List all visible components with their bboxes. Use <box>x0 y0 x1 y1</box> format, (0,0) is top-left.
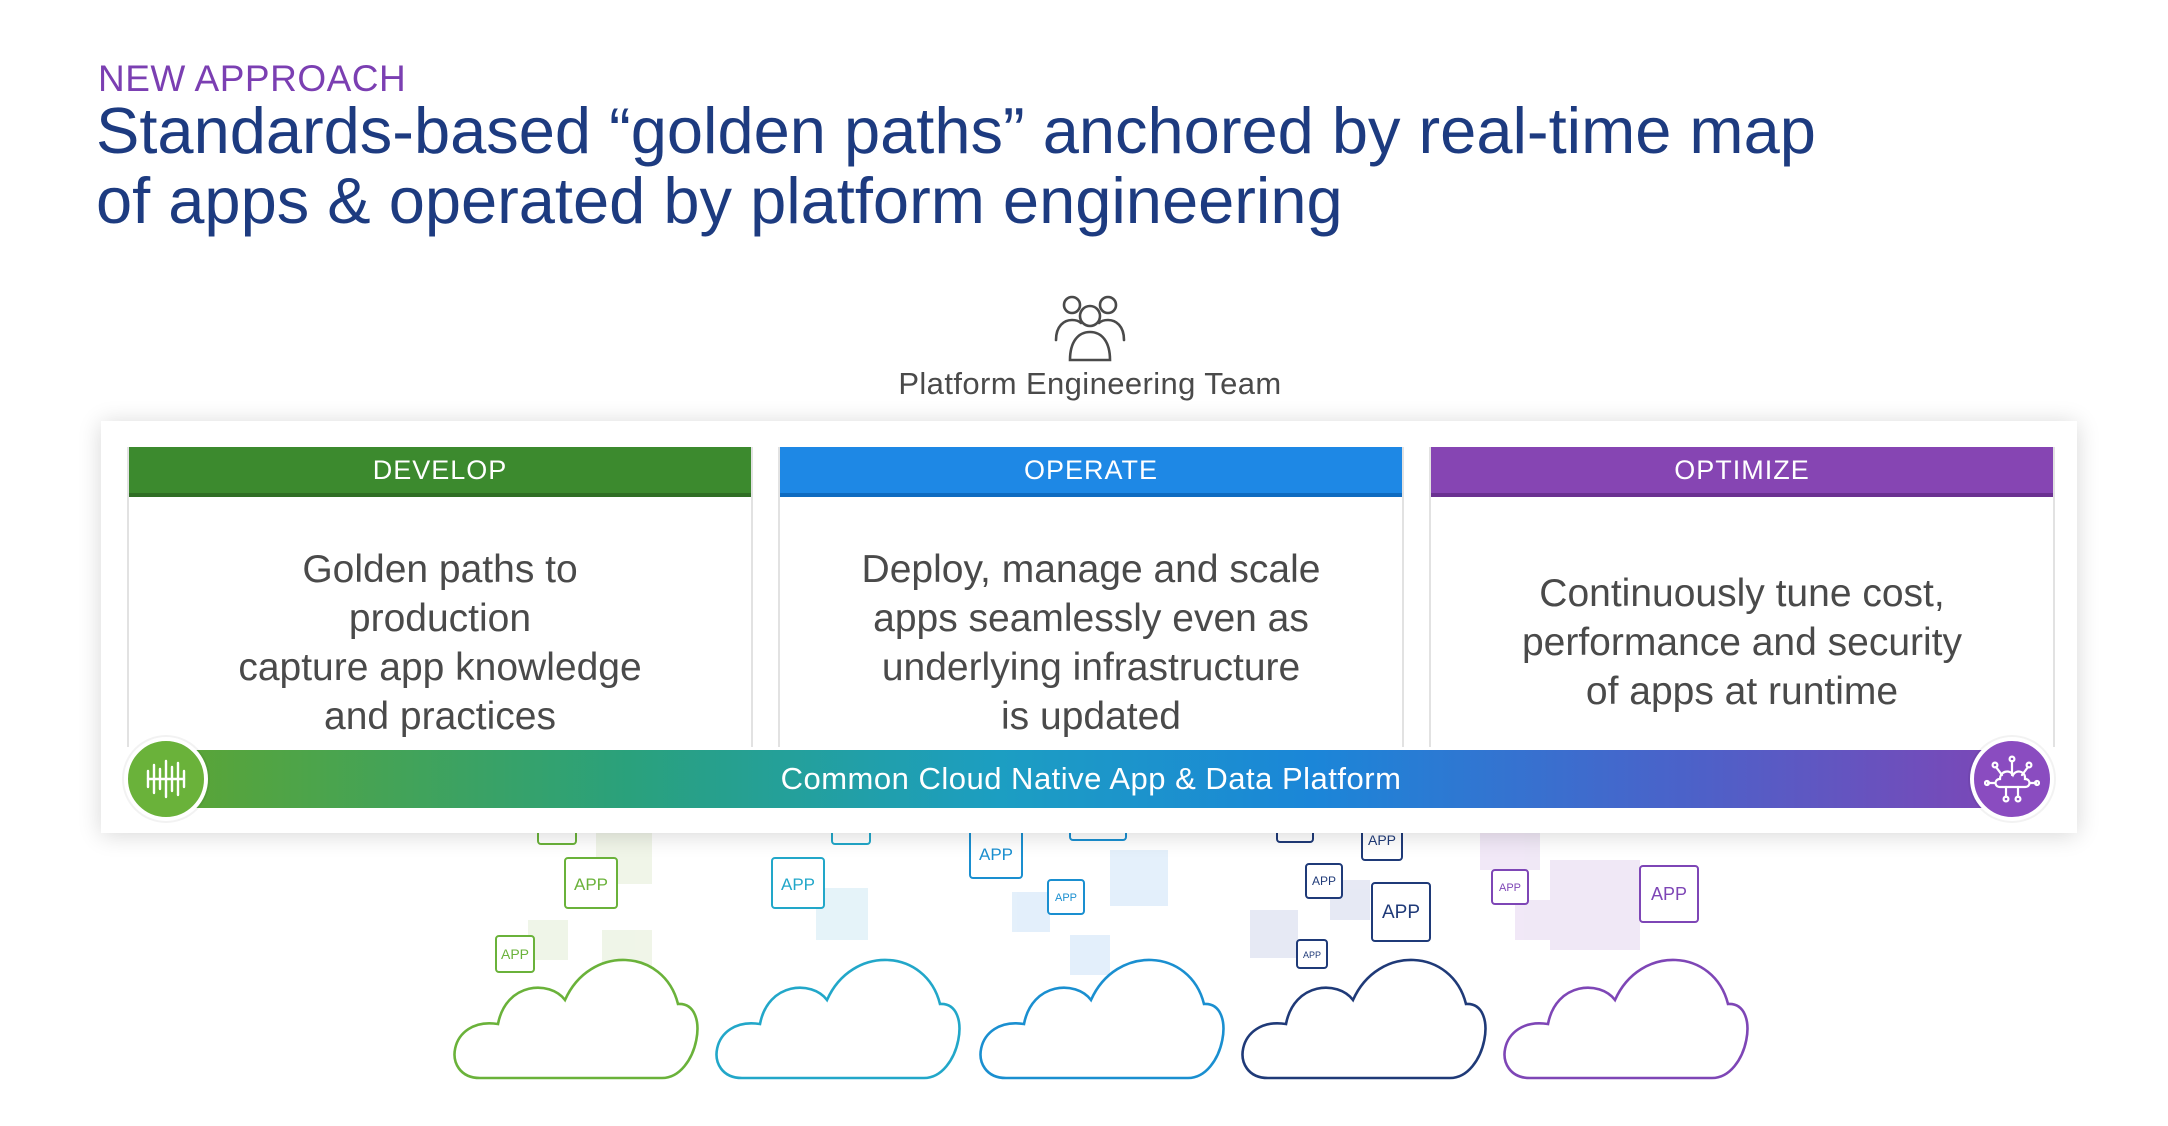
cloud-network-icon <box>1970 737 2054 821</box>
title-line-1: Standards-based “golden paths” anchored … <box>96 94 1816 167</box>
platform-team: Platform Engineering Team <box>880 290 1300 410</box>
svg-text:APP: APP <box>1368 832 1396 848</box>
cloud-shape <box>1503 958 1749 1080</box>
card-develop: DEVELOP Golden paths to production captu… <box>127 447 753 747</box>
eyebrow-label: NEW APPROACH <box>98 58 407 99</box>
cloud-shape <box>979 958 1225 1080</box>
svg-text:APP: APP <box>1055 892 1077 904</box>
svg-text:APP: APP <box>1382 902 1420 923</box>
title-line-2: of apps & operated by platform engineeri… <box>96 164 1343 237</box>
platform-bar: Common Cloud Native App & Data Platform <box>166 750 2016 808</box>
svg-text:APP: APP <box>979 845 1013 864</box>
card-develop-text: Golden paths to production capture app k… <box>238 548 642 738</box>
card-optimize-header: OPTIMIZE <box>1431 447 2053 497</box>
card-operate-header: OPERATE <box>780 447 1402 497</box>
card-operate: OPERATE Deploy, manage and scale apps se… <box>778 447 1404 747</box>
svg-text:APP: APP <box>1499 882 1521 894</box>
svg-text:APP: APP <box>1651 884 1687 904</box>
people-group-icon <box>1054 295 1126 362</box>
cloud-shape <box>715 958 961 1080</box>
svg-text:APP: APP <box>1303 950 1321 960</box>
page-title: Standards-based “golden paths” anchored … <box>96 96 2076 236</box>
app-map-icon <box>124 737 208 821</box>
cloud-shape <box>453 958 699 1080</box>
card-optimize-text: Continuously tune cost, performance and … <box>1521 572 1963 713</box>
card-optimize: OPTIMIZE Continuously tune cost, perform… <box>1429 447 2055 747</box>
svg-text:APP: APP <box>781 875 815 894</box>
platform-team-label: Platform Engineering Team <box>898 366 1282 401</box>
card-operate-text: Deploy, manage and scale apps seamlessly… <box>861 548 1321 738</box>
svg-text:APP: APP <box>574 875 608 894</box>
svg-text:APP: APP <box>1312 874 1336 888</box>
card-develop-header: DEVELOP <box>129 447 751 497</box>
svg-text:APP: APP <box>501 946 529 962</box>
cloud-shape <box>1241 958 1487 1080</box>
